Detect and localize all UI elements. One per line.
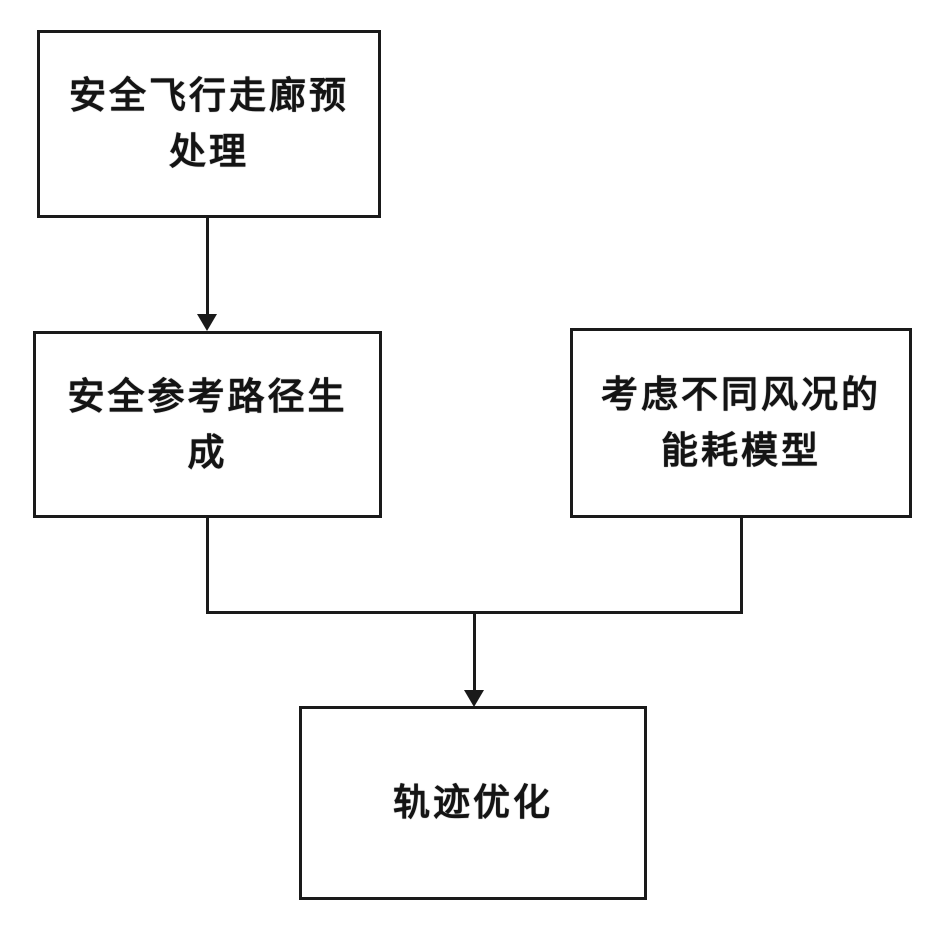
node-label-line: 轨迹优化: [393, 782, 553, 823]
node-label-line: 处理: [169, 131, 249, 172]
node-label-line: 安全参考路径生: [67, 375, 348, 417]
node-label-line: 成: [187, 431, 228, 473]
edge-refpath-drop-line: [206, 518, 209, 614]
node-safe-reference-path-generation: 安全参考路径生 成: [33, 331, 382, 518]
edge-corridor-to-refpath-line: [206, 218, 209, 316]
edge-merge-bus-line: [206, 611, 743, 614]
node-trajectory-optimization: 轨迹优化: [299, 706, 647, 900]
node-wind-aware-energy-model: 考虑不同风况的 能耗模型: [570, 328, 912, 518]
arrow-down-icon: [197, 314, 217, 331]
node-label-line: 安全飞行走廊预: [69, 75, 349, 116]
node-safe-flight-corridor-preprocessing: 安全飞行走廊预 处理: [37, 30, 381, 218]
node-label-line: 考虑不同风况的: [601, 374, 881, 415]
node-label-line: 能耗模型: [661, 430, 821, 471]
edge-energy-drop-line: [740, 518, 743, 614]
arrow-down-icon: [464, 690, 484, 707]
edge-bus-to-trajectory-line: [473, 613, 476, 692]
